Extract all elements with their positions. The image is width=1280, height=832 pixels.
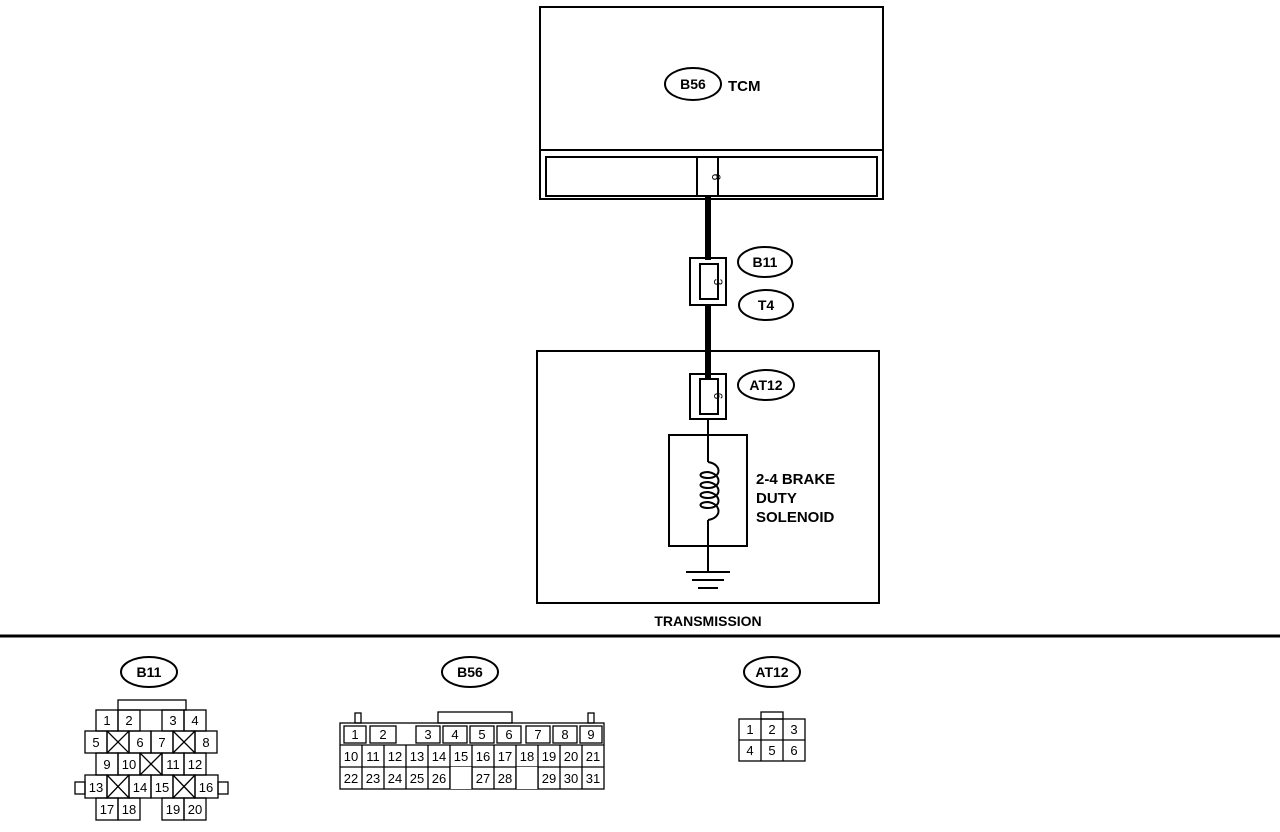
solenoid-component [668, 434, 748, 547]
at12-view-title: AT12 [755, 664, 788, 680]
b56-pin-6: 6 [505, 727, 512, 742]
b56-pin-31: 31 [586, 771, 600, 786]
at12-connector: 6 [689, 373, 727, 420]
b11-pin-15: 15 [155, 780, 169, 795]
solenoid-label-line-1: 2-4 BRAKE [756, 471, 835, 488]
b56-pin-22: 22 [344, 771, 358, 786]
b56-pin-28: 28 [498, 771, 512, 786]
b11-pin-9: 9 [103, 757, 110, 772]
at12-pin-5: 5 [768, 743, 775, 758]
b56-pin-16: 16 [476, 749, 490, 764]
b56-pin-24: 24 [388, 771, 402, 786]
b11-pin-1: 1 [103, 713, 110, 728]
at12-pin-1: 1 [746, 722, 753, 737]
b56-view-title: B56 [457, 664, 483, 680]
b56-pin-26: 26 [432, 771, 446, 786]
tcm-connector-label: B56 [680, 76, 706, 92]
b11-badge: B11 [737, 246, 793, 278]
at12-label: AT12 [749, 377, 782, 393]
b11-pin-2: 2 [125, 713, 132, 728]
coil-icon [699, 461, 720, 521]
b11-pin-20: 20 [188, 802, 202, 817]
b56-pin-10: 10 [344, 749, 358, 764]
b56-pin-8: 8 [561, 727, 568, 742]
b56-pin-3: 3 [424, 727, 431, 742]
b11-label: B11 [753, 254, 778, 270]
b56-connector-view: B56 1 2 3 4 5 6 7 8 9 10 11 12 13 14 15 … [339, 656, 605, 790]
b11-pin-5: 5 [92, 735, 99, 750]
b56-pin-25: 25 [410, 771, 424, 786]
at12-pin-2: 2 [768, 722, 775, 737]
b11-connector-view: B11 1 2 3 4 5 6 7 8 9 10 11 12 [74, 656, 229, 821]
b11-pin-13: 13 [89, 780, 103, 795]
at12-pin-4: 4 [746, 743, 753, 758]
b11-t4-connector: 3 [689, 257, 727, 306]
b11-pin-8: 8 [202, 735, 209, 750]
b11-pin-16: 16 [199, 780, 213, 795]
at12-pin-label: 6 [711, 393, 725, 400]
t4-badge: T4 [738, 289, 794, 321]
b11-view-title: B11 [137, 664, 162, 680]
b56-pin-17: 17 [498, 749, 512, 764]
b56-pin-30: 30 [564, 771, 578, 786]
transmission-label: TRANSMISSION [654, 613, 761, 629]
b11-t4-pin-label: 3 [711, 279, 725, 286]
solenoid-label-line-2: DUTY [756, 490, 797, 507]
b56-pin-20: 20 [564, 749, 578, 764]
b56-pin-14: 14 [432, 749, 446, 764]
b11-pin-4: 4 [191, 713, 198, 728]
b11-pin-18: 18 [122, 802, 136, 817]
tcm-unit: 6 [539, 6, 884, 200]
b56-pin-18: 18 [520, 749, 534, 764]
b11-pin-6: 6 [136, 735, 143, 750]
b11-pin-7: 7 [158, 735, 165, 750]
ground-icon [686, 546, 730, 589]
tcm-name: TCM [728, 78, 761, 95]
b56-pin-15: 15 [454, 749, 468, 764]
b56-pin-21: 21 [586, 749, 600, 764]
b11-pin-3: 3 [169, 713, 176, 728]
b56-pin-2: 2 [379, 727, 386, 742]
transmission-box [536, 350, 880, 604]
b11-pin-11: 11 [166, 757, 180, 772]
at12-badge: AT12 [737, 369, 795, 401]
b11-pin-12: 12 [188, 757, 202, 772]
b56-pin-7: 7 [534, 727, 541, 742]
b56-pin-13: 13 [410, 749, 424, 764]
b56-pin-1: 1 [351, 727, 358, 742]
b56-pin-12: 12 [388, 749, 402, 764]
b56-pin-5: 5 [478, 727, 485, 742]
tcm-connector-badge: B56 [664, 67, 722, 101]
at12-connector-view: AT12 1 2 3 4 5 6 [738, 656, 806, 762]
b56-pin-9: 9 [587, 727, 594, 742]
b11-pin-17: 17 [100, 802, 114, 817]
b56-pin-4: 4 [451, 727, 458, 742]
b56-pin-27: 27 [476, 771, 490, 786]
tcm-pin-label: 6 [709, 174, 723, 181]
b56-pin-23: 23 [366, 771, 380, 786]
b56-pin-19: 19 [542, 749, 556, 764]
b11-pin-14: 14 [133, 780, 147, 795]
solenoid-label-line-3: SOLENOID [756, 509, 835, 526]
at12-pin-3: 3 [790, 722, 797, 737]
b56-pin-29: 29 [542, 771, 556, 786]
b56-pin-11: 11 [366, 749, 380, 764]
b11-pin-19: 19 [166, 802, 180, 817]
at12-pin-6: 6 [790, 743, 797, 758]
b11-pin-10: 10 [122, 757, 136, 772]
t4-label: T4 [758, 297, 775, 313]
